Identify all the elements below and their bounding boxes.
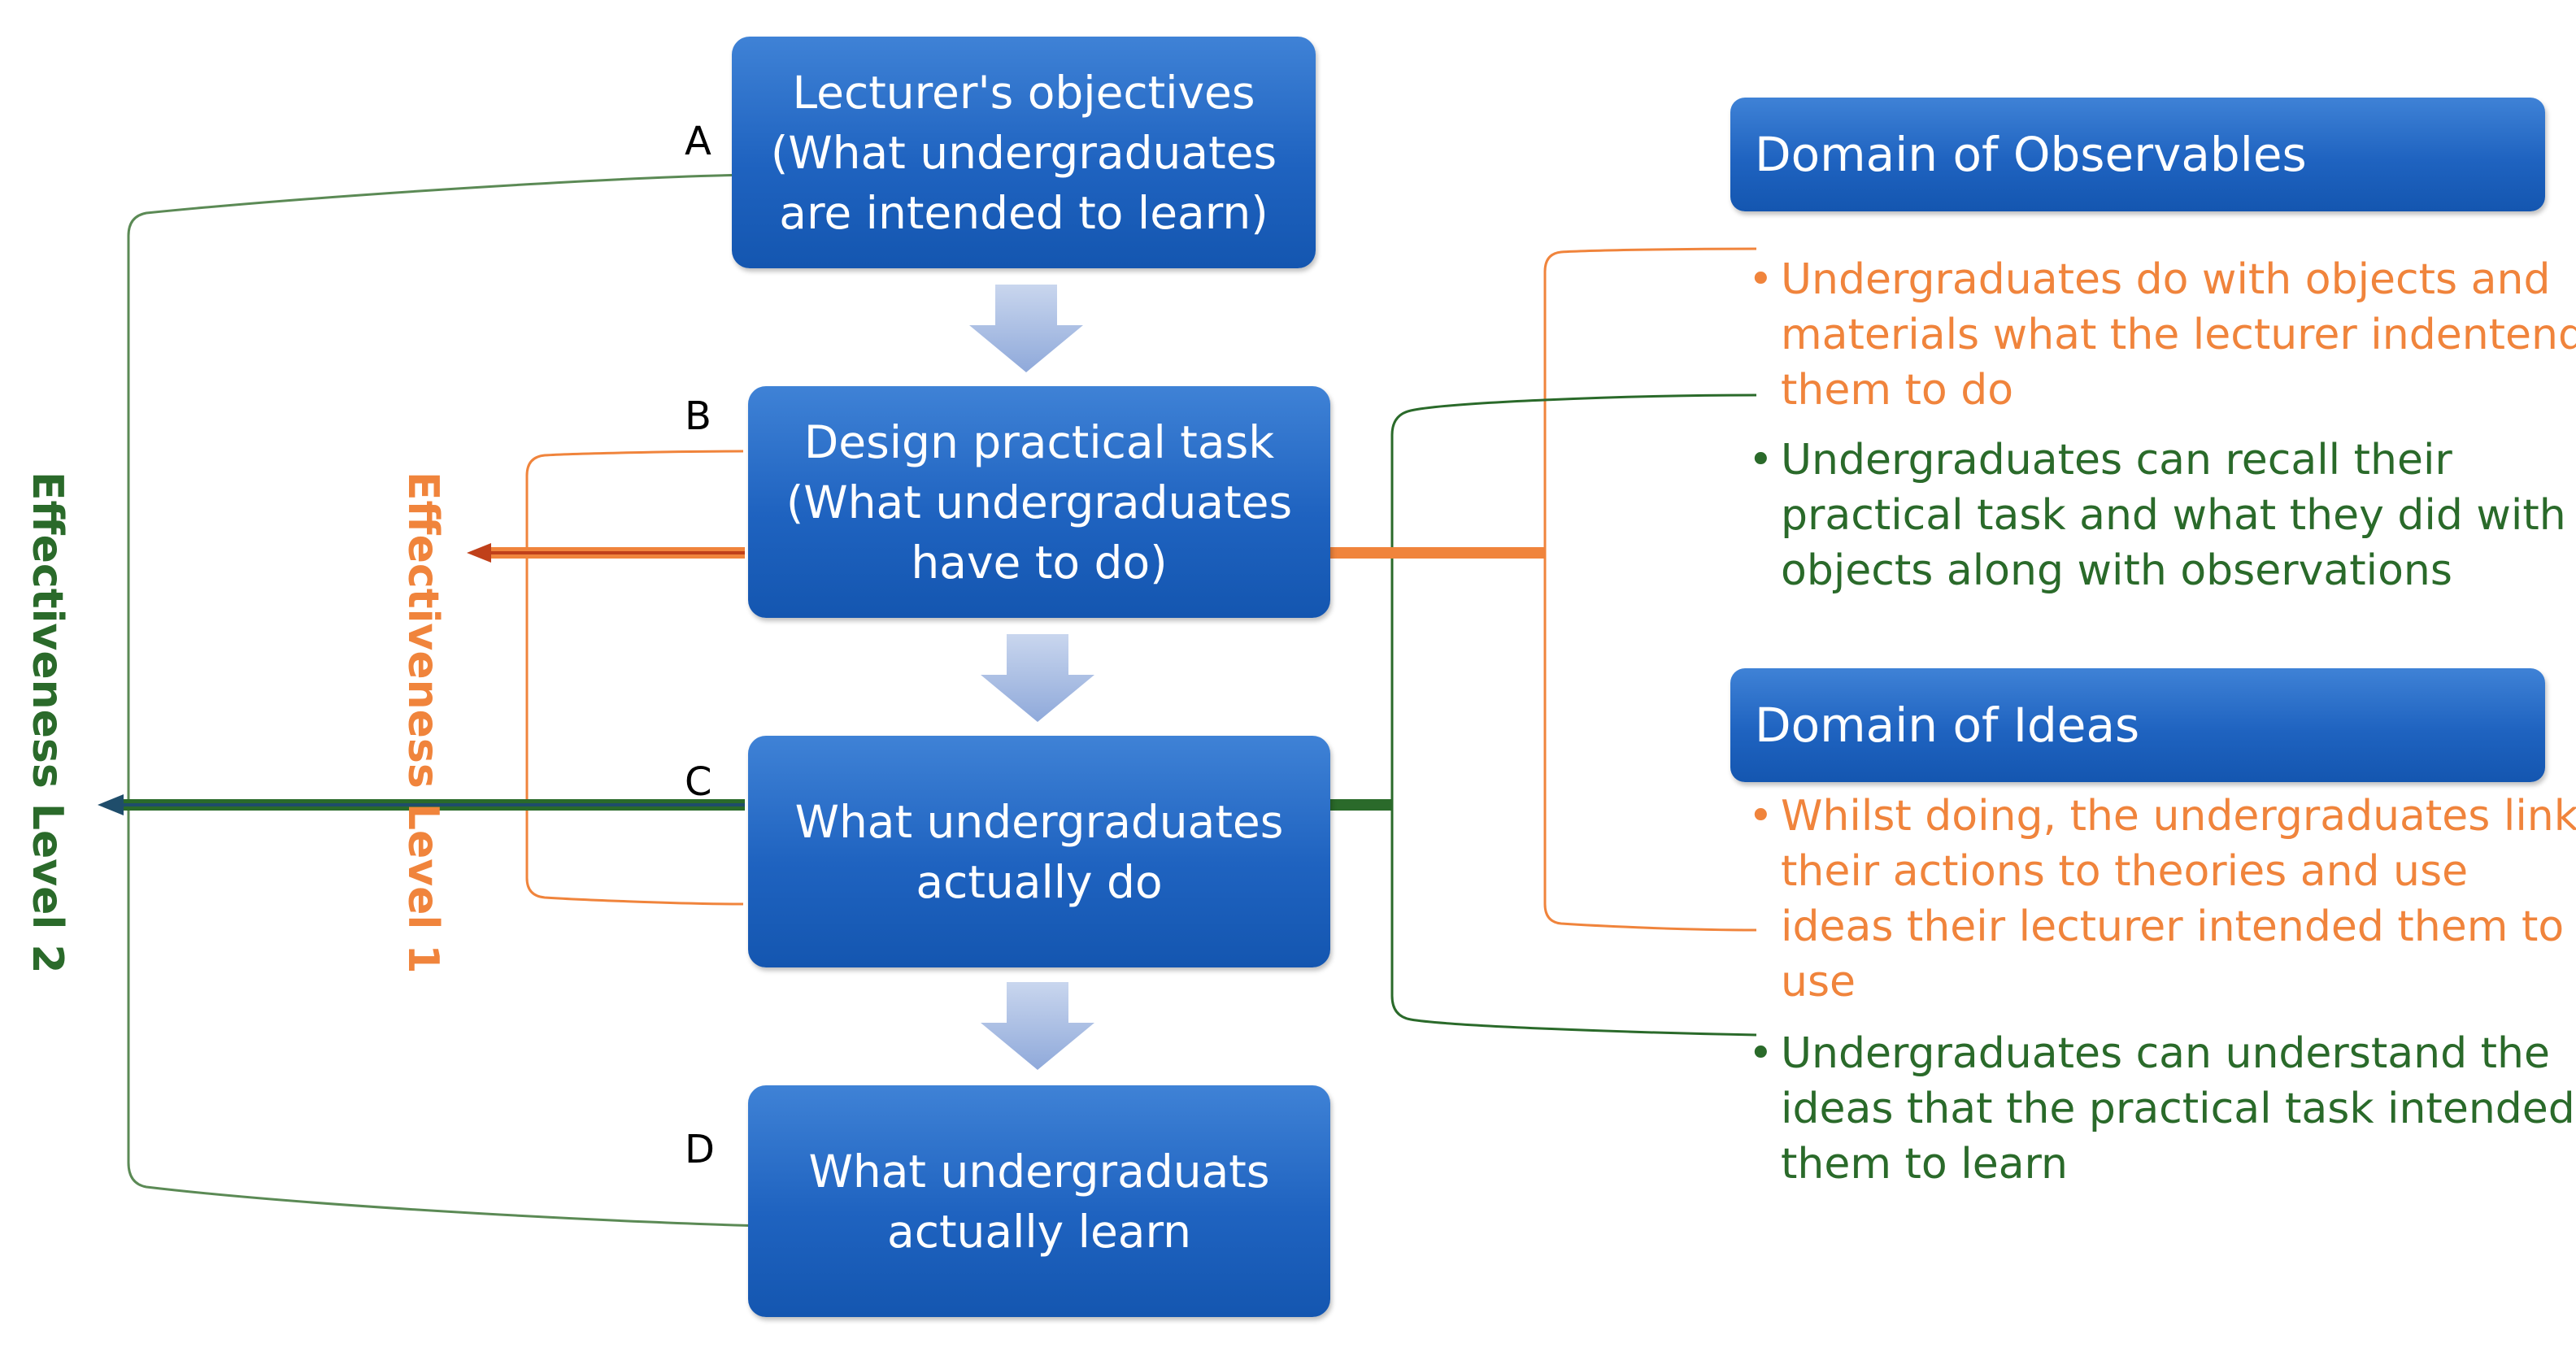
box-c-line2: actually do xyxy=(916,855,1163,908)
box-lecturer-objectives: Lecturer's objectives (What undergraduat… xyxy=(732,37,1316,268)
level2-bracket xyxy=(127,173,768,1228)
box-c-line1: What undergraduates xyxy=(794,795,1284,848)
box-what-undergraduates-learn: What undergraduats actually learn xyxy=(748,1085,1330,1317)
box-d-line1: What undergraduats xyxy=(808,1145,1270,1198)
domain-ideas-header: Domain of Ideas xyxy=(1730,668,2545,782)
letter-a: A xyxy=(685,119,711,164)
letter-c: C xyxy=(685,759,712,805)
letter-b: B xyxy=(685,393,711,439)
ideas-bullet-2: •Undergraduates can understand the ideas… xyxy=(1748,1029,2575,1189)
box-design-practical-task: Design practical task (What undergraduat… xyxy=(748,386,1330,618)
ideas-bullet-1: •Whilst doing, the undergraduates link t… xyxy=(1748,792,2576,1006)
observables-bullet-1: •Undergraduates do with objects and mate… xyxy=(1748,255,2576,415)
box-a-line2: (What undergraduates xyxy=(770,126,1277,179)
down-arrow-c-d xyxy=(981,982,1094,1070)
right-orange-bracket xyxy=(1543,247,1757,932)
level1-arrow-head xyxy=(467,543,491,563)
box-a-line1: Lecturer's objectives xyxy=(792,66,1255,119)
letter-d: D xyxy=(685,1127,715,1172)
effectiveness-level-1-label: Effectiveness Level 1 xyxy=(398,472,447,974)
box-d-line2: actually learn xyxy=(887,1205,1191,1258)
down-arrow-b-c xyxy=(981,634,1094,722)
level2-arrow-head xyxy=(98,794,124,815)
right-green-bracket xyxy=(1390,393,1757,1037)
level1-bracket xyxy=(525,450,744,906)
down-arrow-a-b xyxy=(969,285,1083,372)
box-b-line2: (What undergraduates xyxy=(785,476,1293,528)
domain-observables-header: Domain of Observables xyxy=(1730,98,2545,211)
effectiveness-level-2-label: Effectiveness Level 2 xyxy=(23,472,72,974)
box-what-undergraduates-do: What undergraduates actually do xyxy=(748,736,1330,967)
box-b-line1: Design practical task xyxy=(803,415,1275,468)
observables-bullet-2: •Undergraduates can recall their practic… xyxy=(1748,436,2566,595)
box-a-line3: are intended to learn) xyxy=(779,186,1268,239)
box-b-line3: have to do) xyxy=(911,536,1168,589)
